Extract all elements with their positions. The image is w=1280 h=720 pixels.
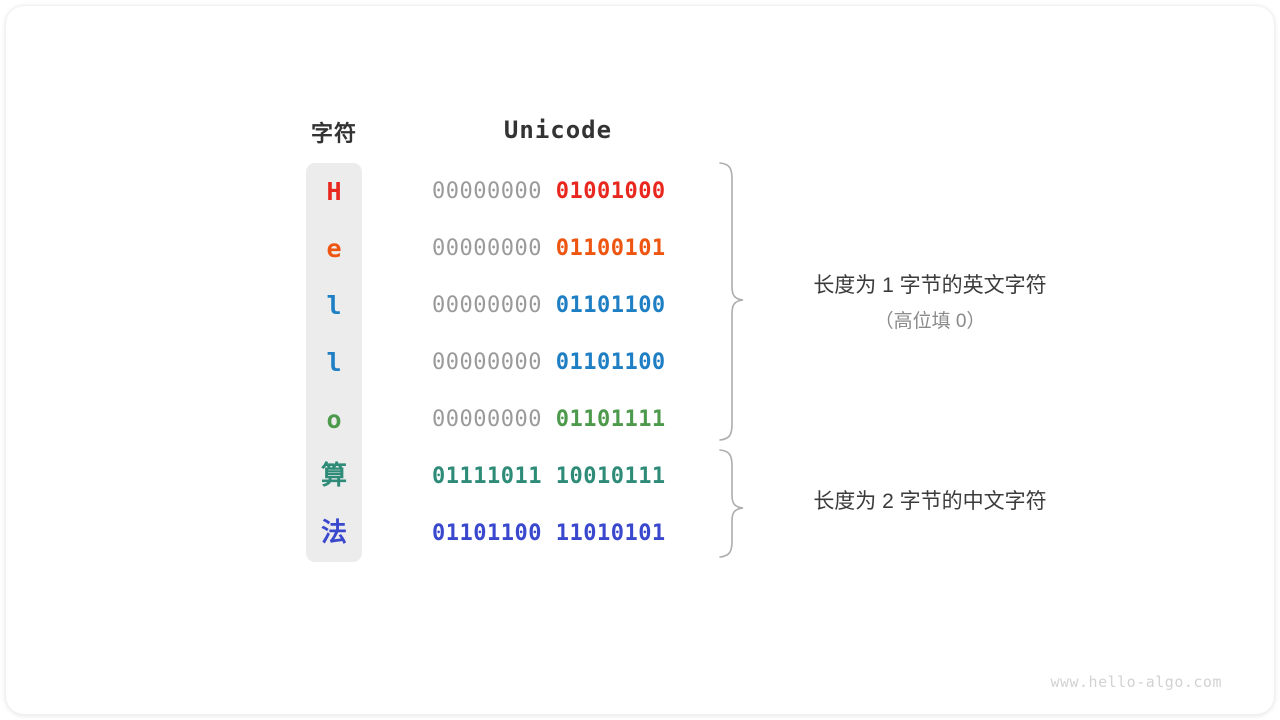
byte-separator — [542, 350, 556, 375]
char-cell: 法 — [320, 518, 347, 548]
high-byte: 00000000 — [432, 293, 542, 318]
annotation-group-1-title: 长度为 1 字节的英文字符 — [813, 274, 1047, 297]
unicode-bits-cell: 00000000 01101100 — [432, 277, 684, 334]
low-byte: 01101100 — [555, 350, 666, 375]
column-header-unicode: Unicode — [503, 116, 613, 144]
high-byte: 00000000 — [432, 236, 542, 261]
unicode-bits-cell: 00000000 01101100 — [432, 334, 684, 391]
group-braces — [719, 162, 744, 558]
char-cell: l — [326, 348, 342, 377]
low-byte: 01100101 — [555, 236, 666, 261]
annotation-group-2-title: 长度为 2 字节的中文字符 — [813, 490, 1047, 513]
unicode-bits-cell: 00000000 01001000 — [432, 163, 684, 220]
figure-card — [6, 6, 1274, 714]
byte-separator — [542, 464, 556, 489]
annotation-group-1: 长度为 1 字节的英文字符 （高位填 0） — [760, 268, 1100, 340]
low-byte: 10010111 — [555, 464, 666, 489]
char-cell: 算 — [320, 461, 347, 491]
low-byte: 01101100 — [555, 293, 666, 318]
char-column-background — [306, 163, 362, 562]
high-byte: 00000000 — [432, 350, 542, 375]
high-byte: 01101100 — [432, 521, 542, 546]
high-byte: 00000000 — [432, 179, 542, 204]
byte-separator — [542, 236, 556, 261]
char-cell: l — [326, 291, 342, 320]
high-byte: 01111011 — [432, 464, 542, 489]
annotation-group-1-subtitle: （高位填 0） — [874, 311, 986, 332]
unicode-bits-cell: 00000000 01100101 — [432, 220, 684, 277]
low-byte: 01001000 — [555, 179, 666, 204]
high-byte: 00000000 — [432, 407, 542, 432]
unicode-bits-cell: 01101100 11010101 — [432, 505, 684, 562]
unicode-bits-cell: 00000000 01101111 — [432, 391, 684, 448]
column-header-char: 字符 — [310, 121, 357, 146]
char-cell: e — [326, 234, 342, 263]
byte-separator — [542, 293, 556, 318]
unicode-bits-cell: 01111011 10010111 — [432, 448, 684, 505]
annotation-group-2: 长度为 2 字节的中文字符 — [760, 488, 1100, 516]
byte-separator — [542, 179, 556, 204]
char-cell: H — [326, 177, 342, 206]
low-byte: 01101111 — [555, 407, 666, 432]
watermark: www.hello-algo.com — [1050, 673, 1222, 691]
low-byte: 11010101 — [555, 521, 666, 546]
char-cell: o — [326, 405, 342, 434]
byte-separator — [542, 521, 556, 546]
byte-separator — [542, 407, 556, 432]
